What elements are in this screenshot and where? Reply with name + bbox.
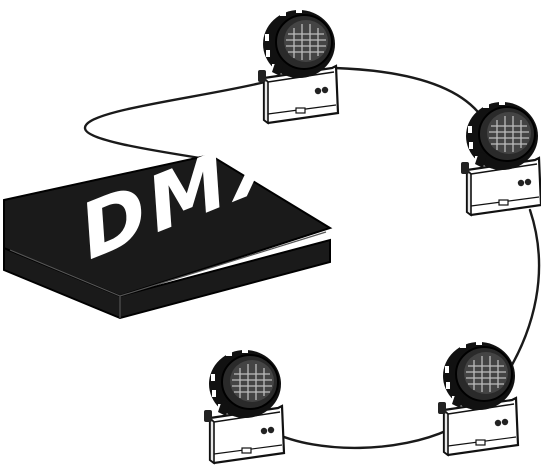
cable-fixture-1-to-fixture-2 bbox=[333, 66, 480, 114]
lighting-fixture-3 bbox=[436, 339, 520, 457]
dmx-cables bbox=[83, 66, 541, 450]
lighting-fixture-4 bbox=[202, 347, 286, 465]
dmx-controller: DMX bbox=[3, 106, 333, 320]
cable-fixture-2-to-fixture-3 bbox=[501, 208, 541, 382]
lighting-fixture-2 bbox=[459, 99, 541, 217]
cable-fixture-3-to-fixture-4 bbox=[270, 428, 450, 450]
lighting-fixture-1 bbox=[256, 7, 340, 125]
cable-controller-to-fixture-1 bbox=[83, 80, 267, 160]
